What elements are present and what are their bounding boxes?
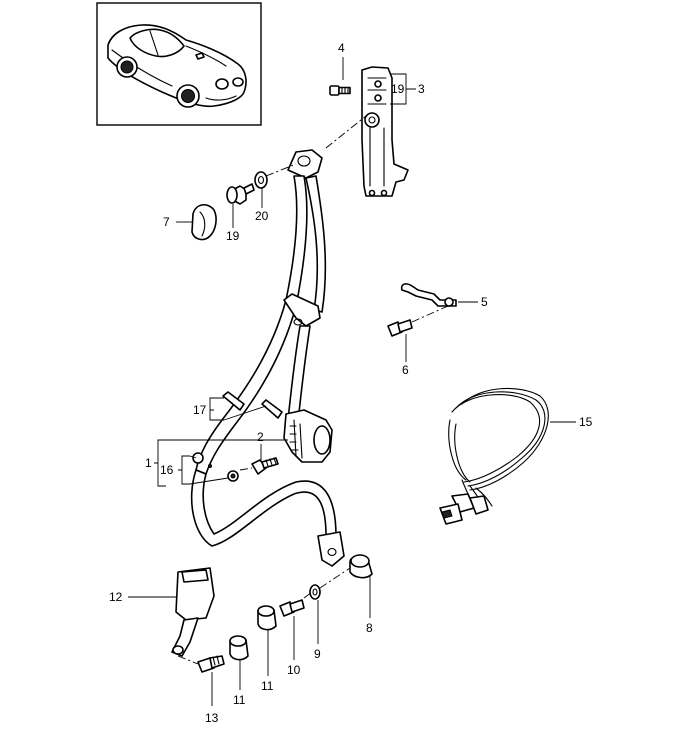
callout-12: 12 bbox=[109, 590, 123, 604]
callout-11-right: 11 bbox=[261, 679, 274, 693]
callout-labels: 4 19 3 5 6 20 19 7 17 2 1 16 15 12 8 9 1… bbox=[109, 41, 593, 725]
clip-part-17a bbox=[222, 391, 245, 411]
spacer-part-16a bbox=[192, 452, 212, 468]
callout-8: 8 bbox=[366, 621, 373, 635]
callout-10: 10 bbox=[287, 663, 301, 677]
cap-part-11a bbox=[229, 635, 249, 661]
bolt-part-10 bbox=[279, 599, 305, 617]
bolt-part-6 bbox=[387, 319, 413, 337]
wiring-harness-part-15 bbox=[439, 387, 549, 525]
clip-part-17b bbox=[261, 399, 283, 419]
bolt-part-13 bbox=[197, 655, 225, 673]
callout-7: 7 bbox=[163, 215, 170, 229]
callout-2: 2 bbox=[257, 430, 264, 444]
cap-part-11b bbox=[257, 605, 277, 631]
callout-3: 3 bbox=[418, 82, 425, 96]
callout-16: 16 bbox=[160, 463, 174, 477]
callout-6: 6 bbox=[402, 363, 409, 377]
cover-cap-part-7 bbox=[191, 204, 217, 241]
callout-1: 1 bbox=[145, 456, 152, 470]
bolt-part-2 bbox=[251, 457, 279, 475]
callout-11-left: 11 bbox=[233, 693, 246, 707]
callout-9: 9 bbox=[314, 647, 321, 661]
bolt-part-4 bbox=[329, 85, 351, 96]
callout-5: 5 bbox=[481, 295, 488, 309]
callout-13: 13 bbox=[205, 711, 219, 725]
callout-19-upper: 19 bbox=[391, 82, 405, 96]
vehicle-thumbnail bbox=[96, 2, 262, 126]
callout-20: 20 bbox=[255, 209, 269, 223]
washer-part-16b bbox=[227, 470, 239, 482]
height-adjuster-rail bbox=[361, 66, 409, 197]
car-illustration-icon bbox=[107, 24, 247, 108]
bracket-part-5 bbox=[400, 283, 457, 307]
callout-17: 17 bbox=[193, 403, 207, 417]
washer-part-9 bbox=[309, 584, 321, 600]
belt-retractor bbox=[283, 409, 333, 463]
callout-19-lower: 19 bbox=[226, 229, 240, 243]
bolt-part-19 bbox=[226, 183, 255, 205]
assembly-lines bbox=[177, 115, 449, 665]
buckle-part-12 bbox=[171, 567, 215, 657]
leader-lines bbox=[128, 57, 576, 706]
callout-4: 4 bbox=[338, 41, 345, 55]
callout-15: 15 bbox=[579, 415, 593, 429]
cap-part-8 bbox=[349, 554, 373, 579]
seat-belt-webbing bbox=[190, 149, 345, 567]
washer-part-20 bbox=[254, 171, 268, 189]
